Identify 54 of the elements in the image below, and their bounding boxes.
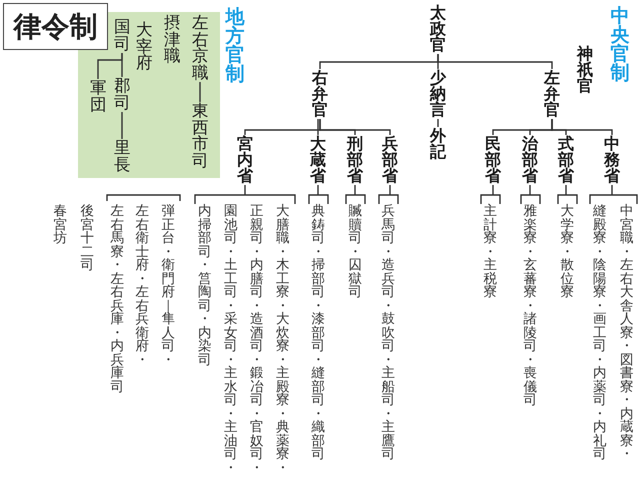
connector-line <box>345 184 366 205</box>
office-list: 主計寮・主税寮 <box>483 205 497 300</box>
office-list: 弾正台・衛門府｜隼人司・ <box>161 205 175 367</box>
office-name: 左弁官 <box>544 70 560 118</box>
office-list: 典鋳司・掃部司・漆部司・縫部司・織部司 <box>311 205 325 462</box>
connector-line <box>121 112 123 139</box>
office-list: 中宮職・左右大舎人寮・図書寮・内蔵寮・縫殿寮・陰陽寮・画工司・内薬司・内礼司 <box>593 205 634 468</box>
office-name: 大宰府 <box>136 22 152 72</box>
office-name: 東西市司 <box>192 103 208 169</box>
office-name: 神祇官 <box>577 46 593 94</box>
connector-line <box>199 82 201 102</box>
office-list: 左右馬寮・左右兵庫・内兵庫司 <box>110 205 124 394</box>
office-name: 大蔵省 <box>310 136 326 184</box>
office-name: 軍団 <box>90 80 106 113</box>
office-name: 春宮坊 <box>53 205 67 246</box>
office-name: 摂津職 <box>164 15 180 64</box>
connector-line <box>557 184 578 205</box>
office-name: 刑部省 <box>347 136 363 184</box>
office-list: 贓贖司・囚獄司 <box>348 205 362 300</box>
office-name: 後宮十二司 <box>80 205 94 272</box>
office-list: 雅楽寮・玄蕃寮・諸陵司・喪儀司 <box>523 205 537 408</box>
office-name: 外記 <box>430 128 446 160</box>
connector-line <box>308 184 329 205</box>
office-name: 式部省 <box>558 136 574 184</box>
office-list: 兵馬司・造兵司・鼓吹司・主船司・主鷹司 <box>381 205 395 462</box>
connector-line <box>378 184 399 205</box>
connector-line <box>520 184 541 205</box>
office-name: 郡司 <box>114 78 130 111</box>
connector-line <box>551 119 613 135</box>
office-name: 宮内省 <box>237 136 253 184</box>
connector-line <box>194 184 296 205</box>
connector-line <box>317 119 319 135</box>
office-name: 民部省 <box>485 136 501 184</box>
office-name: 右弁官 <box>312 70 328 118</box>
office-name: 兵部省 <box>382 136 398 184</box>
office-name: 左右京職 <box>192 15 208 81</box>
connector-line <box>437 119 439 127</box>
office-name: 国司 <box>114 19 130 52</box>
office-list: 左右衛士府・左右兵衛府・ <box>135 205 149 367</box>
section-heading: 地方官制 <box>226 8 244 84</box>
office-name: 少納言 <box>430 70 446 118</box>
section-heading: 中央官制 <box>610 7 630 83</box>
connector-line <box>97 53 123 79</box>
office-name: 中務省 <box>604 136 620 184</box>
connector-line <box>319 119 391 135</box>
office-list: 大学寮・散位寮 <box>560 205 574 300</box>
office-name: 治部省 <box>522 136 538 184</box>
title: 律令制 <box>3 3 108 50</box>
connector-line <box>589 184 638 205</box>
connector-line <box>437 54 553 69</box>
connector-line <box>480 184 501 205</box>
office-name: 里長 <box>114 140 130 173</box>
office-list: 大膳職・木工寮・大炊寮・主殿寮・典薬寮・正親司・内膳司・造酒司・鍛冶司・官奴司・園池司・土工司・采女司・主水司・主油司・内掃部司・筥陶司・内染司 <box>198 205 290 480</box>
office-name: 太政官 <box>430 5 446 53</box>
